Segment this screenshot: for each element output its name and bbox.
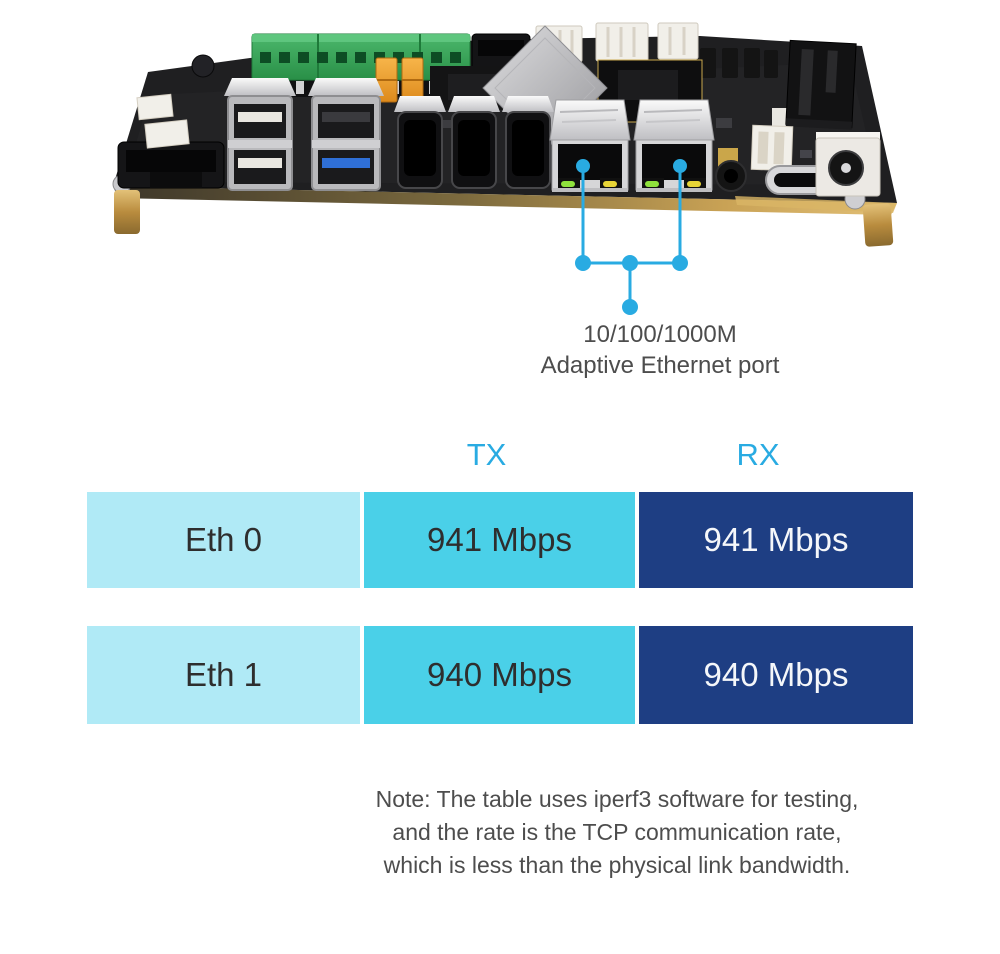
- callout-lines: [575, 159, 688, 315]
- footnote: Note: The table uses iperf3 software for…: [252, 783, 982, 882]
- table-cell-tx: 940 Mbps: [364, 626, 635, 724]
- column-header-tx: TX: [466, 437, 507, 472]
- table-cell-rx: 941 Mbps: [639, 492, 913, 588]
- table-cell-rx: 940 Mbps: [639, 626, 913, 724]
- footnote-line-2: and the rate is the TCP communication ra…: [392, 819, 842, 845]
- hdmi-port-2: [502, 96, 554, 189]
- hdmi-port-0: [394, 96, 446, 189]
- dc-jack: [815, 132, 881, 197]
- ethernet-callout: 10/100/1000M Adaptive Ethernet port: [460, 319, 860, 381]
- callout-line-2: Adaptive Ethernet port: [540, 352, 780, 379]
- table-row-label: Eth 0: [87, 492, 360, 588]
- ethernet-port-0: [549, 99, 631, 192]
- footnote-line-3: which is less than the physical link ban…: [383, 852, 851, 878]
- table-cell-tx: 941 Mbps: [364, 492, 635, 588]
- callout-line-1: 10/100/1000M: [583, 321, 737, 348]
- audio-jack: [715, 148, 747, 192]
- power-header: [750, 124, 794, 172]
- capacitor-row: [700, 48, 778, 78]
- column-header-rx: RX: [736, 437, 780, 472]
- hdmi-port-1: [448, 96, 500, 189]
- left-edge-module: [117, 54, 225, 189]
- ethernet-port-1: [633, 99, 715, 192]
- expansion-slot: [785, 39, 857, 130]
- footnote-line-1: Note: The table uses iperf3 software for…: [375, 786, 859, 812]
- usb2-stack: [224, 78, 296, 191]
- board-photo: [112, 22, 897, 315]
- table-row-label: Eth 1: [87, 626, 360, 724]
- usb3-stack: [308, 78, 384, 191]
